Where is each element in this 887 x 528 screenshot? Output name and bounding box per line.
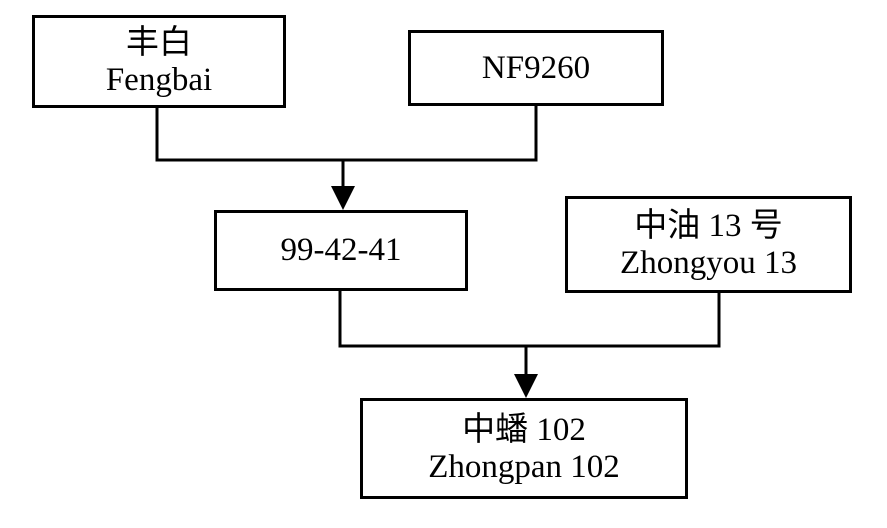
node-fengbai: 丰白 Fengbai xyxy=(32,15,286,108)
connector-99-42-41-zhongyou13-to-zhongpan102 xyxy=(338,291,721,348)
node-99-42-41-label: 99-42-41 xyxy=(280,232,402,269)
node-fengbai-chinese-label: 丰白 xyxy=(126,24,192,61)
node-zhongpan-102-english-label: Zhongpan 102 xyxy=(428,448,620,485)
node-zhongpan-102-chinese-label: 中蟠 102 xyxy=(462,411,586,448)
node-99-42-41: 99-42-41 xyxy=(214,210,468,291)
node-fengbai-english-label: Fengbai xyxy=(105,61,213,98)
node-zhongyou-13-chinese-label: 中油 13 号 xyxy=(634,207,783,244)
connector-fengbai-nf9260-to-99-42-41 xyxy=(155,106,538,162)
node-zhongyou-13-english-label: Zhongyou 13 xyxy=(620,244,797,281)
arrowhead-to-zhongpan102 xyxy=(514,374,538,398)
node-nf9260-label: NF9260 xyxy=(481,49,591,86)
arrowhead-to-99-42-41 xyxy=(331,186,355,210)
node-zhongyou-13: 中油 13 号 Zhongyou 13 xyxy=(565,196,852,293)
node-nf9260: NF9260 xyxy=(408,30,664,106)
node-zhongpan-102: 中蟠 102 Zhongpan 102 xyxy=(360,398,688,499)
